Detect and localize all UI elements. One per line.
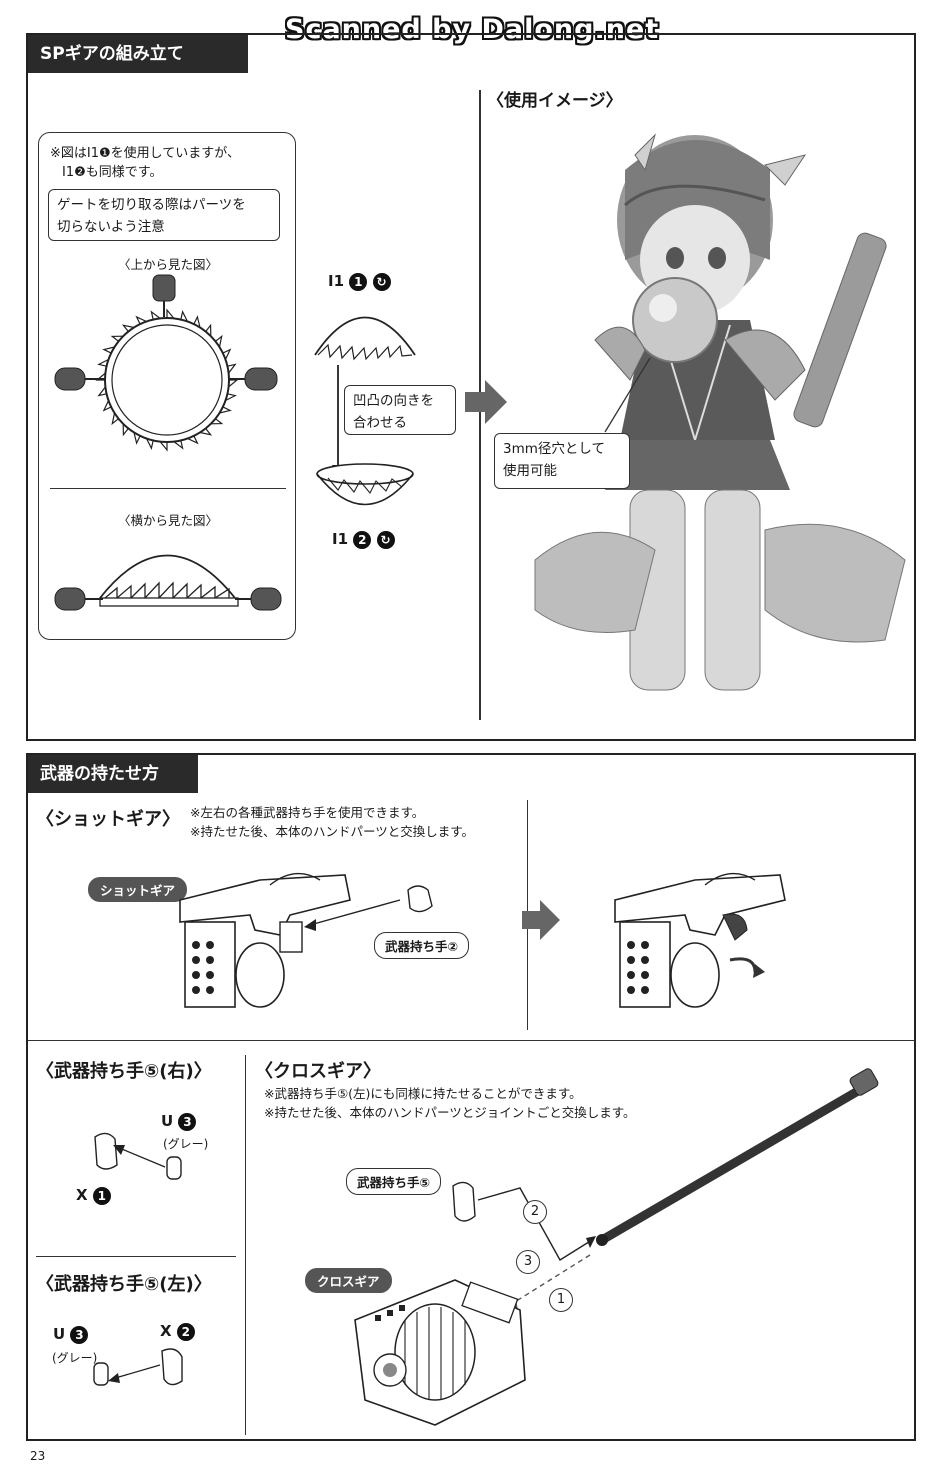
hand-part-2 [407,885,433,913]
weapon-holding-section: 武器の持たせ方 [26,753,916,1441]
figure-usage-illustration [534,133,906,691]
gate-warning-line1: ゲートを切り取る際はパーツを [57,197,246,213]
usage-hole-note: 3mm径穴として 使用可能 [494,433,630,489]
part-i1-2-code: I1 [332,530,349,548]
sp-gear-assembly-section: SPギアの組み立て [26,33,916,741]
section-title: SPギアの組み立て [40,44,184,64]
right-u-code: U [161,1112,174,1130]
left-x-part-label: X 2 [160,1322,195,1341]
usage-hole-line1: 3mm径穴として [503,441,605,457]
usage-note-line1: ※図はI1❶を使用していますが、 [50,146,241,161]
hand-5-tag: 武器持ち手⑤ [346,1168,442,1195]
usage-image-heading: 〈使用イメージ〉 [487,91,623,111]
left-u-part-label: U 3 [53,1325,89,1344]
step-3-marker: 3 [516,1250,540,1274]
page-number: 23 [30,1449,46,1463]
flip-icon: ↻ [372,272,391,291]
section-title-bar: 武器の持たせ方 [28,755,198,793]
shot-gear-weapon-assembled [614,872,786,1008]
attach-arrow [304,899,401,931]
right-x-number: 1 [92,1186,111,1205]
shot-gear-tag: ショットギア [88,877,188,902]
gate-cut-warning: ゲートを切り取る際はパーツを 切らないよう注意 [48,189,280,241]
part-i1-2-label: I1 2 ↻ [332,530,395,549]
align-note-line2: 合わせる [353,415,407,431]
right-x-part-label: X 1 [76,1186,111,1205]
right-hand-parts [94,1132,182,1180]
left-u-color: (グレー) [52,1351,98,1365]
usage-note-line2: I1❷も同様です。 [62,165,163,180]
dome-part-upper [314,316,416,361]
left-hand-parts [93,1348,183,1386]
left-x-code: X [160,1322,172,1340]
right-u-number: 3 [178,1112,197,1131]
shot-gear-note2: ※持たせた後、本体のハンドパーツと交換します。 [190,824,474,839]
next-step-arrow-icon [465,380,507,424]
align-notch-note: 凹凸の向きを 合わせる [344,385,456,435]
shot-gear-weapon [179,872,351,1008]
cross-gear-weapon [354,1279,526,1426]
view-divider [50,488,286,490]
cross-gear-rod [596,1068,879,1246]
shot-gear-bottom-divider [28,1040,914,1042]
cross-gear-tag: クロスギア [305,1268,392,1293]
section-title: 武器の持たせ方 [40,764,159,784]
cross-gear-note2: ※持たせた後、本体のハンドパーツとジョイントごと交換します。 [264,1105,636,1120]
hand-part-5 [452,1181,476,1222]
bowl-part-lower [316,463,414,506]
top-view-gear-diagram [54,274,278,452]
top-view-caption: 〈上から見た図〉 [118,257,219,272]
left-x-number: 2 [176,1322,195,1341]
step-1-marker: 1 [549,1288,573,1312]
side-view-caption: 〈横から見た図〉 [118,513,219,528]
part-i1-1-code: I1 [328,272,345,290]
shot-gear-heading: 〈ショットギア〉 [36,809,180,830]
right-u-part-label: U 3 [161,1112,197,1131]
section-title-bar: SPギアの組み立て [28,35,248,73]
cross-gear-heading: 〈クロスギア〉 [255,1061,381,1082]
hand-column-divider [245,1055,247,1435]
gate-warning-line2: 切らないよう注意 [57,219,165,235]
next-step-arrow-icon [522,900,560,940]
left-hand-heading: 〈武器持ち手⑤(左)〉 [36,1274,212,1295]
side-view-gear-diagram [54,554,282,611]
gear-teeth [95,308,239,452]
left-u-number: 3 [70,1325,89,1344]
usage-hole-line2: 使用可能 [503,463,557,479]
hand-2-tag: 武器持ち手② [374,932,470,959]
flip-icon: ↻ [376,530,395,549]
hand-divider [36,1256,236,1258]
right-hand-heading: 〈武器持ち手⑤(右)〉 [36,1061,212,1082]
right-x-code: X [76,1186,88,1204]
part-i1-1-label: I1 1 ↻ [328,272,391,291]
part-i1-1-number: 1 [349,272,368,291]
step-2-marker: 2 [523,1200,547,1224]
left-u-code: U [53,1325,66,1343]
part-i1-2-number: 2 [353,530,372,549]
shot-gear-note1: ※左右の各種武器持ち手を使用できます。 [190,805,425,820]
align-note-line1: 凹凸の向きを [353,393,434,409]
scanner-watermark: Scanned by Dalong.net [285,14,660,45]
right-u-color: (グレー) [163,1137,209,1151]
cross-gear-note1: ※武器持ち手⑤(左)にも同様に持たせることができます。 [264,1086,582,1101]
